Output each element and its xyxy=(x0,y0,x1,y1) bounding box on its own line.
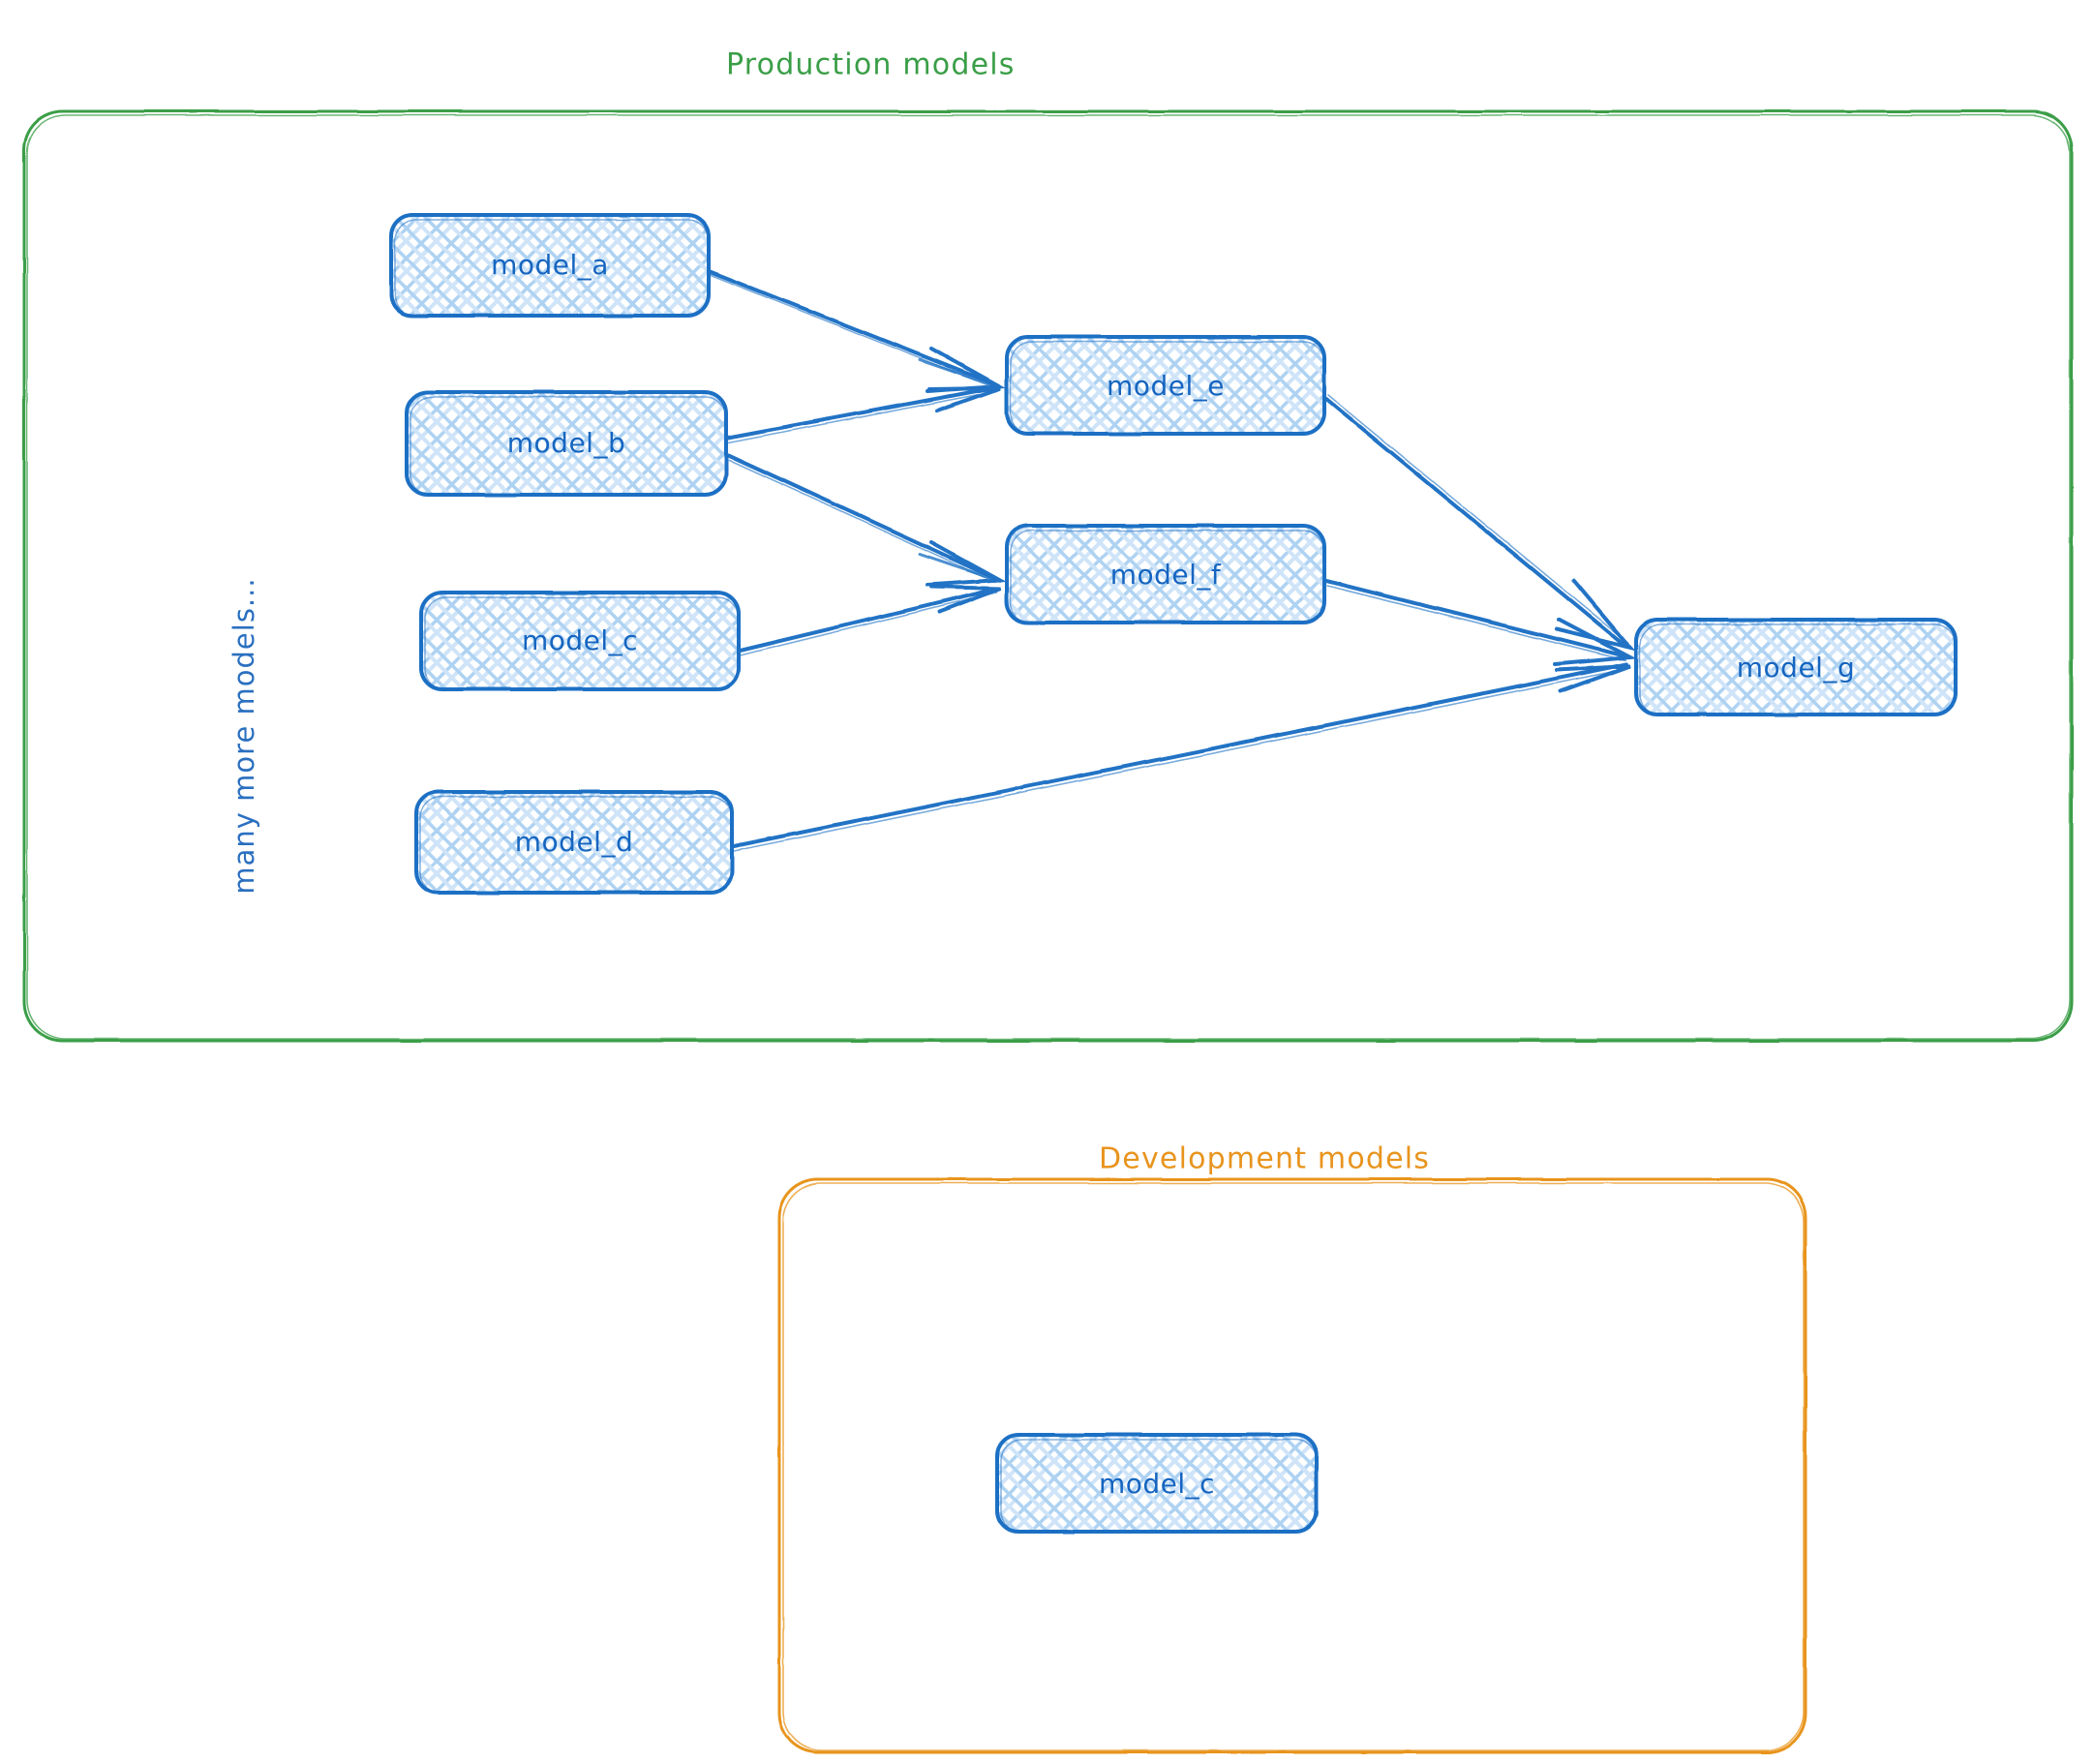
node-model-e-label: model_e xyxy=(1107,370,1225,402)
node-model-g-shape-overstroke xyxy=(1639,623,1957,716)
node-model-b-shape-overstroke xyxy=(410,396,727,497)
production-group-box-overstroke xyxy=(26,114,2071,1040)
edge-model-f-to-model-g xyxy=(1324,579,1637,666)
production-group-label: Production models xyxy=(726,48,1016,82)
edge-model-e-to-model-g xyxy=(1324,394,1636,652)
production-group-box xyxy=(22,109,2074,1043)
node-model-f-label: model_f xyxy=(1110,559,1222,591)
node-model-g-label: model_g xyxy=(1737,652,1855,684)
edge-model-d-to-model-g xyxy=(732,662,1631,852)
node-model-c[interactable]: model_c xyxy=(419,591,741,691)
development-group-label: Development models xyxy=(1099,1142,1430,1176)
node-model-a-shape-overstroke xyxy=(394,219,710,318)
node-dev-model-c[interactable]: model_c xyxy=(995,1433,1319,1534)
many-more-models-note: many more models... xyxy=(228,577,260,894)
node-model-d[interactable]: model_d xyxy=(414,790,734,895)
node-dev-model-c-shape-overstroke xyxy=(1000,1439,1318,1534)
node-model-d-label: model_d xyxy=(515,826,633,858)
edge-model-a-to-model-e xyxy=(707,269,1006,393)
edge-model-b-to-model-e xyxy=(726,385,1001,443)
edge-layer xyxy=(707,269,1637,852)
group-production: Production models xyxy=(22,48,2074,1043)
node-model-g[interactable]: model_g xyxy=(1634,618,1958,716)
node-model-d-shape-overstroke xyxy=(419,796,733,895)
group-development: Development models xyxy=(777,1142,1807,1754)
many-more-models-label: many more models... xyxy=(228,577,260,894)
edge-model-b-to-model-f xyxy=(726,453,1007,587)
node-model-a[interactable]: model_a xyxy=(389,213,711,318)
node-model-a-label: model_a xyxy=(491,249,609,281)
node-model-c-shape-overstroke xyxy=(424,596,740,691)
node-model-f-shape-overstroke xyxy=(1010,530,1325,624)
node-dev-model-c-label: model_c xyxy=(1099,1468,1215,1500)
edge-model-c-to-model-f xyxy=(738,585,1001,656)
development-group-box xyxy=(777,1177,1807,1754)
node-model-f[interactable]: model_f xyxy=(1005,524,1326,624)
node-model-c-label: model_c xyxy=(522,624,638,656)
node-model-e-shape-overstroke xyxy=(1010,341,1325,436)
node-model-b[interactable]: model_b xyxy=(405,390,728,497)
node-model-b-label: model_b xyxy=(507,427,625,459)
development-group-box-overstroke xyxy=(782,1182,1805,1751)
node-model-e[interactable]: model_e xyxy=(1005,335,1326,436)
